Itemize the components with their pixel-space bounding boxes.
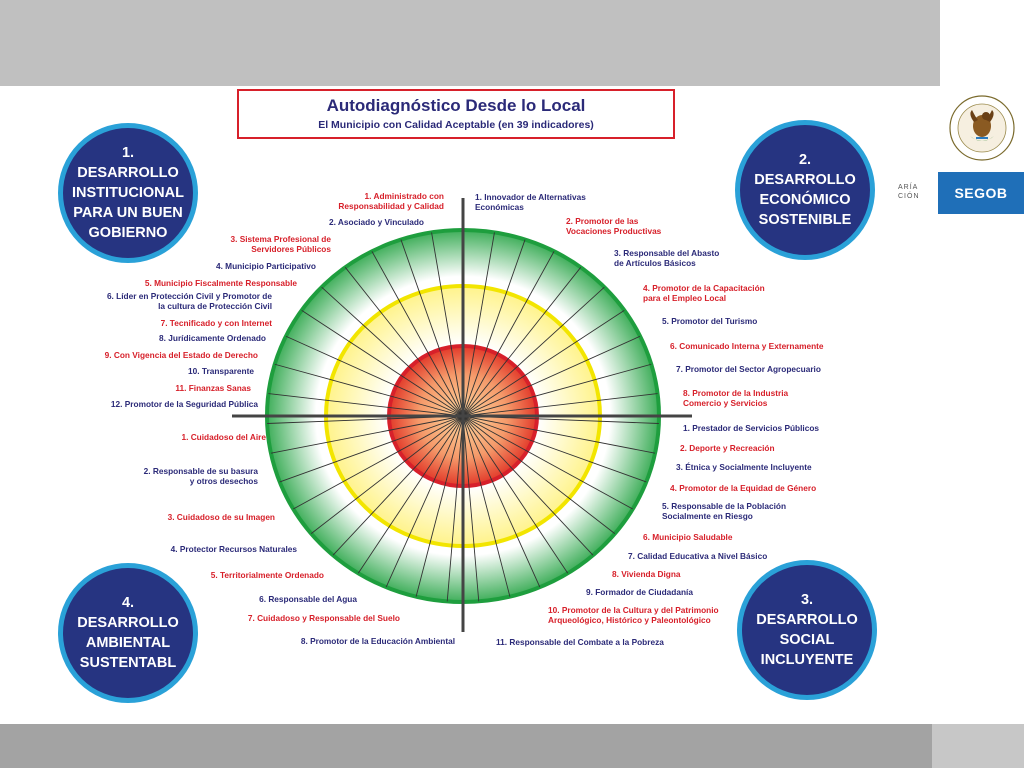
indicator-label: 5. Territorialmente Ordenado (210, 570, 324, 580)
top-right-panel (940, 0, 1024, 86)
indicator-label: 1. Prestador de Servicios Públicos (683, 423, 820, 433)
top-banner (0, 0, 940, 86)
indicator-label: 4. Promotor de la Capacitación para el E… (643, 283, 765, 303)
spoke-line (274, 363, 464, 417)
spoke-line (462, 415, 480, 602)
spoke-line (268, 393, 464, 417)
spoke-line (462, 415, 633, 510)
indicator-label: 11. Finanzas Sanas (175, 383, 251, 393)
indicator-label: 1. Innovador de Alternativas Económicas (475, 192, 586, 212)
quadrant-institucional: 1. DESARROLLO INSTITUCIONAL PARA UN BUEN… (58, 123, 198, 263)
indicator-label: 12. Promotor de la Seguridad Pública (110, 399, 258, 409)
spoke-line (285, 335, 464, 417)
indicator-label: 6. Responsable del Agua (259, 594, 357, 604)
quadrant-label: 1. DESARROLLO INSTITUCIONAL PARA UN BUEN… (72, 145, 184, 241)
page-subtitle: El Municipio con Calidad Aceptable (en 3… (318, 119, 594, 131)
indicator-label: 2. Responsable de su basura y otros dese… (143, 466, 258, 486)
quadrant-social: 3. DESARROLLO SOCIAL INCLUYENTE (737, 560, 877, 700)
indicator-label: 3. Cuidadoso de su Imagen (167, 512, 275, 522)
segob-logo: SEGOB (938, 172, 1024, 214)
indicator-label: 6. Líder en Protección Civil y Promotor … (106, 291, 272, 311)
spoke-line (462, 415, 594, 556)
spoke-line (462, 415, 656, 454)
quadrant-label: 2. DESARROLLO ECONÓMICO SOSTENIBLE (754, 152, 856, 228)
spoke-line (293, 415, 464, 510)
indicator-label: 9. Formador de Ciudadanía (586, 587, 693, 597)
indicator-label: 3. Sistema Profesional de Servidores Púb… (230, 234, 331, 254)
indicator-label: 3. Étnica y Socialmente Incluyente (676, 462, 812, 472)
indicator-label: 10. Transparente (188, 366, 254, 376)
bottom-banner (0, 724, 932, 768)
indicator-label: 5. Promotor del Turismo (662, 316, 758, 326)
indicator-label: 4. Protector Recursos Naturales (170, 544, 297, 554)
spoke-line (446, 415, 464, 602)
quadrant-economico: 2. DESARROLLO ECONÓMICO SOSTENIBLE (735, 120, 875, 260)
spoke-line (332, 415, 464, 556)
spoke-line (344, 267, 464, 417)
indicator-label: 3. Responsable del Abasto de Artículos B… (614, 248, 720, 268)
indicator-label: 7. Promotor del Sector Agropecuario (676, 364, 821, 374)
spoke-line (462, 335, 641, 417)
spoke-line (462, 415, 511, 597)
spoke-line (462, 415, 647, 483)
page-title: Autodiagnóstico Desde lo Local (326, 96, 586, 115)
indicator-label: 2. Promotor de las Vocaciones Productiva… (566, 216, 662, 236)
spoke-line (462, 251, 555, 417)
header-fragment-2: CIÓN (898, 193, 920, 200)
mexico-seal-icon (940, 88, 1024, 170)
spoke-line (462, 309, 625, 417)
spoke-line (321, 286, 464, 417)
indicator-label: 2. Deporte y Recreación (680, 443, 775, 453)
spoke-line (462, 239, 526, 417)
indicator-label: 9. Con Vigencia del Estado de Derecho (104, 350, 258, 360)
spoke-line (279, 415, 464, 483)
indicator-label: 7. Cuidadoso y Responsable del Suelo (247, 613, 400, 623)
spoke-line (462, 415, 616, 534)
indicator-label: 11. Responsable del Combate a la Pobreza (496, 637, 664, 647)
indicator-label: 8. Vivienda Digna (612, 569, 681, 579)
spoke-line (415, 415, 464, 597)
indicator-label: 10. Promotor de la Cultura y del Patrimo… (548, 605, 719, 625)
spoke-line (270, 415, 464, 454)
quadrant-ambiental: 4. DESARROLLO AMBIENTAL SUSTENTABL (58, 563, 198, 703)
indicator-label: 2. Asociado y Vinculado (329, 217, 424, 227)
spoke-line (462, 232, 495, 417)
spoke-line (462, 415, 541, 588)
indicator-label: 4. Promotor de la Equidad de Género (670, 483, 817, 493)
spoke-line (357, 415, 464, 574)
spoke-line (462, 286, 605, 417)
spoke-line (431, 232, 464, 417)
indicator-label: 6. Municipio Saludable (643, 532, 733, 542)
indicator-label: 7. Calidad Educativa a Nivel Básico (628, 551, 768, 561)
spoke-line (462, 415, 569, 574)
spoke-line (400, 239, 464, 417)
quadrant-label: 3. DESARROLLO SOCIAL INCLUYENTE (756, 592, 858, 668)
indicator-label: 6. Comunicado Interna y Externamente (670, 341, 824, 351)
spoke-line (462, 393, 658, 417)
spoke-line (371, 251, 464, 417)
title-box: Autodiagnóstico Desde lo Local El Munici… (237, 89, 675, 139)
spoke-line (462, 267, 582, 417)
indicator-label: 8. Promotor de la Industria Comercio y S… (683, 388, 789, 408)
indicator-label: 1. Cuidadoso del Aire (181, 432, 266, 442)
spoke-line (385, 415, 464, 588)
indicator-label: 7. Tecnificado y con Internet (160, 318, 272, 328)
indicator-label: 1. Administrado con Responsabilidad y Ca… (338, 191, 444, 211)
indicator-label: 5. Municipio Fiscalmente Responsable (144, 278, 297, 288)
spoke-line (310, 415, 464, 534)
indicator-label: 5. Responsable de la Población Socialmen… (662, 501, 787, 521)
spoke-line (462, 363, 652, 417)
indicator-label: 8. Promotor de la Educación Ambiental (300, 636, 455, 646)
indicator-label: 4. Municipio Participativo (215, 261, 316, 271)
spoke-line (301, 309, 464, 417)
bottom-right-panel (932, 724, 1024, 768)
header-fragment-1: ARÍA (898, 184, 919, 191)
quadrant-label: 4. DESARROLLO AMBIENTAL SUSTENTABL (77, 595, 179, 671)
autodiagnostico-wheel (232, 198, 692, 632)
indicator-label: 8. Jurídicamente Ordenado (159, 333, 266, 343)
